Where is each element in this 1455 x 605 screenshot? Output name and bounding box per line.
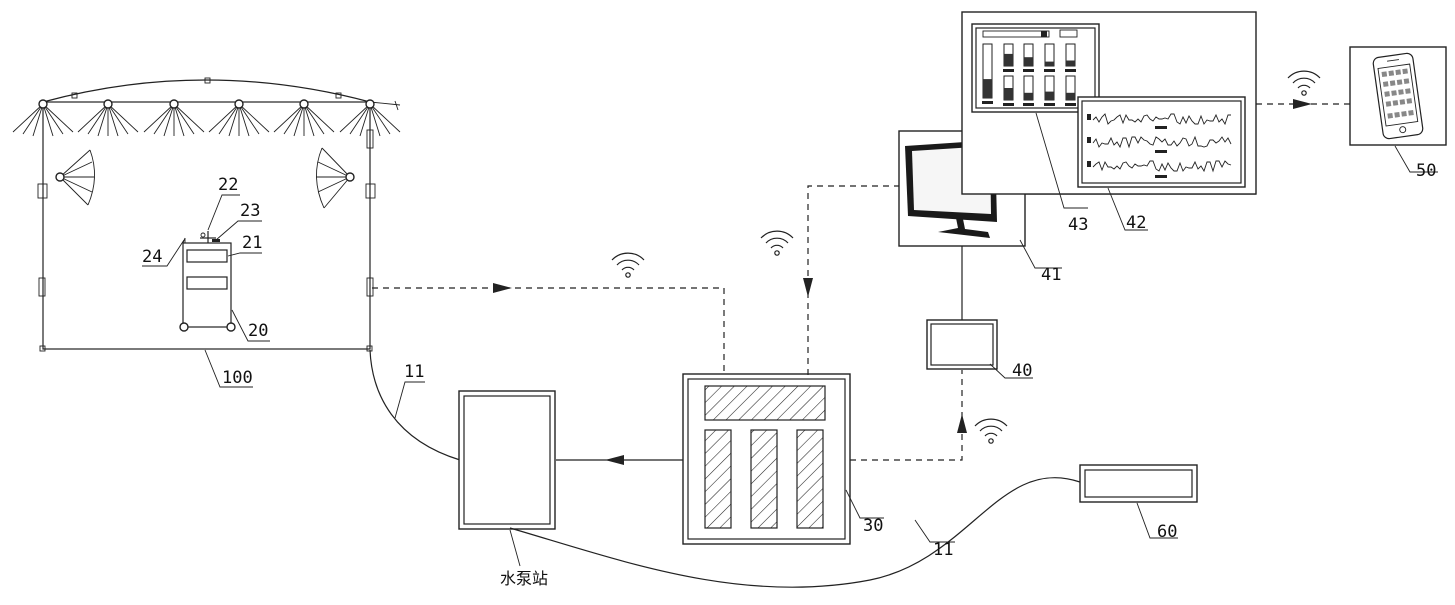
- gateway-device: [926, 319, 998, 370]
- water-pipe-lower: [509, 476, 1081, 588]
- label-21: 21: [242, 233, 262, 253]
- sprinkler-icon: [316, 147, 355, 209]
- label-23: 23: [240, 201, 260, 221]
- label-42: 42: [1126, 213, 1146, 233]
- smartphone-icon: [1372, 52, 1424, 140]
- wireless-link-field-controller: [372, 283, 725, 375]
- sprinkler-icon: [12, 99, 74, 137]
- sprinkler-icon: [208, 99, 270, 137]
- arrow-icon: [605, 455, 624, 465]
- label-22: 22: [218, 175, 238, 195]
- smartphone: [1349, 46, 1447, 146]
- label-40: 40: [1012, 361, 1032, 381]
- label-100: 100: [222, 368, 253, 388]
- wireless-link-controller-gateway: [850, 370, 967, 461]
- water-pipe-upper: [369, 349, 461, 461]
- sprinkler-icon: [55, 149, 95, 206]
- irrigation-field: [12, 77, 401, 352]
- leader-lines: [142, 194, 270, 388]
- wireless-link-controller-computer: [803, 185, 900, 375]
- sprinkler-icon: [339, 99, 401, 137]
- sprinkler-icon: [273, 99, 335, 137]
- label-24: 24: [142, 247, 162, 267]
- chart-panel: [1077, 96, 1246, 188]
- label-43: 43: [1068, 215, 1088, 235]
- label-30: 30: [863, 516, 883, 536]
- control-line-pump: [556, 455, 684, 465]
- label-20: 20: [248, 321, 268, 341]
- wifi-icon: [974, 418, 1008, 444]
- water-source: [1079, 464, 1198, 503]
- pump-station: [458, 390, 556, 530]
- label-pump-station: 水泵站: [500, 569, 548, 588]
- wifi-icon: [611, 252, 645, 278]
- arrow-icon: [493, 283, 512, 293]
- arrow-icon: [1293, 99, 1312, 109]
- sprinkler-icon: [77, 99, 139, 137]
- wireless-link-phone: [1256, 99, 1350, 109]
- label-60: 60: [1157, 522, 1177, 542]
- label-11-upper: 11: [404, 362, 424, 382]
- irrigation-controller: [682, 373, 851, 545]
- field-monitoring-station: [179, 231, 236, 332]
- arrow-icon: [957, 414, 967, 433]
- label-41: 41: [1041, 265, 1061, 285]
- label-11-lower: 11: [933, 540, 953, 560]
- sprinkler-icon: [143, 99, 205, 137]
- arrow-icon: [803, 278, 813, 297]
- wifi-icon: [760, 230, 794, 256]
- wifi-icon: [1287, 70, 1321, 96]
- label-50: 50: [1416, 161, 1436, 181]
